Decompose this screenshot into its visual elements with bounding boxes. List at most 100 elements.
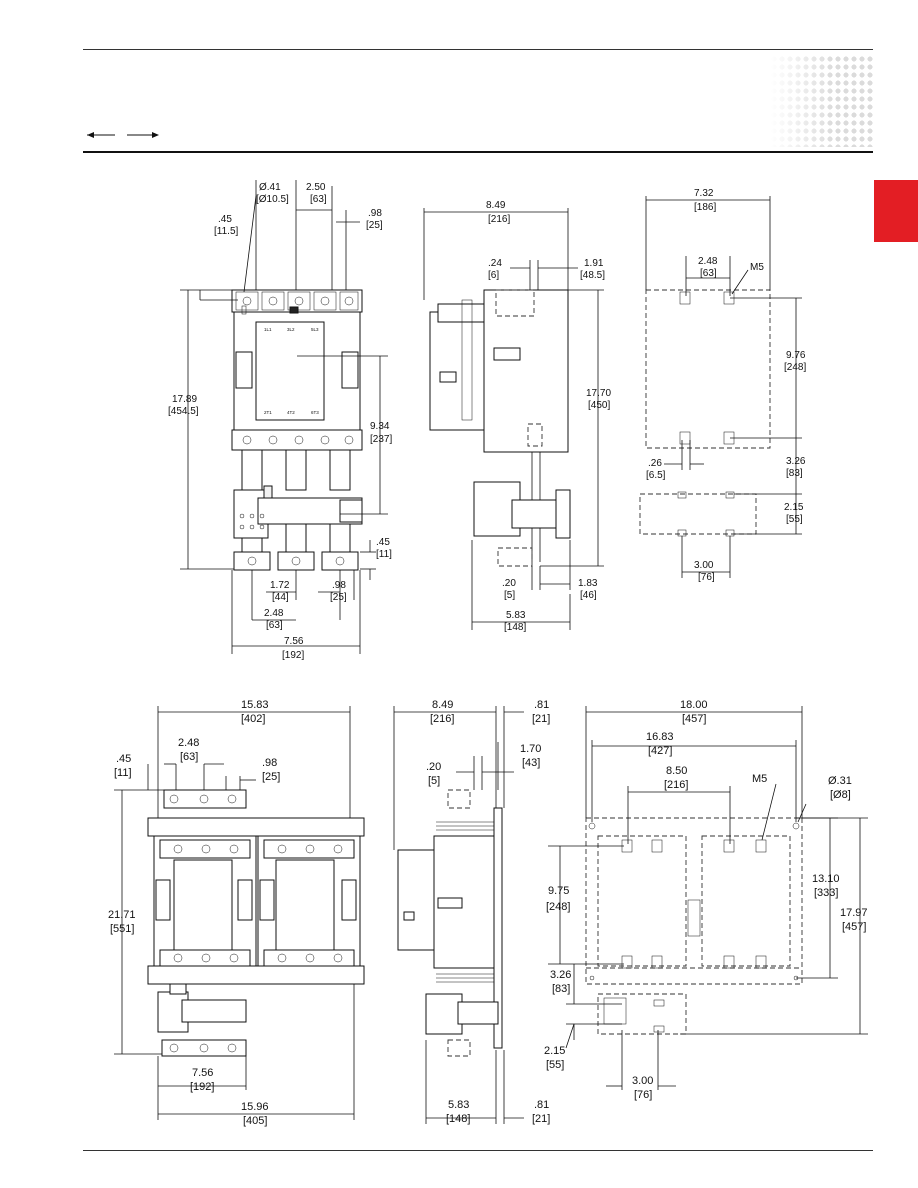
dim-label: Ø.31 [828, 775, 852, 787]
dim-label: 1.72 [270, 580, 290, 591]
dim-label: 9.34 [370, 421, 390, 432]
terminal-label: 1L1 [264, 327, 272, 332]
dim-label: 8.49 [432, 699, 453, 711]
dim-label: [192] [190, 1081, 214, 1093]
terminal-label: 6T3 [311, 410, 319, 415]
dim-label: [6.5] [646, 470, 666, 481]
dim-label: 3.00 [632, 1075, 653, 1087]
dim-label: 1.83 [578, 578, 598, 589]
dim-label: [5] [504, 590, 515, 601]
dim-label: M5 [752, 773, 767, 785]
terminal-label: 4T2 [287, 410, 295, 415]
dual-mounting-view: 18.00 [457] 16.83 [427] 8.50 [216] M5 Ø.… [544, 699, 868, 1101]
dim-label: [11] [114, 767, 132, 779]
dim-label: .24 [488, 258, 502, 269]
dim-label: 15.96 [241, 1101, 269, 1113]
dim-label: .98 [262, 757, 277, 769]
dim-label: [46] [580, 590, 597, 601]
dim-label: [25] [366, 220, 383, 231]
dim-label: [454.5] [168, 406, 199, 417]
front-view: 1L1 3L2 5L3 2T1 4T2 6T3 [168, 180, 392, 661]
dim-label: .20 [426, 761, 441, 773]
dim-label: 9.75 [548, 885, 569, 897]
dim-label: 2.15 [544, 1045, 565, 1057]
dim-label: [63] [700, 268, 717, 279]
dim-label: [457] [682, 713, 706, 725]
dim-label: 15.83 [241, 699, 269, 711]
dim-label: 7.56 [284, 636, 304, 647]
dim-label: 1.91 [584, 258, 604, 269]
dim-label: [248] [546, 901, 570, 913]
dim-label: [216] [488, 214, 510, 225]
terminal-label: 5L3 [311, 327, 319, 332]
dim-label: [76] [634, 1089, 652, 1101]
dim-label: 17.70 [586, 388, 611, 399]
dim-label: [Ø10.5] [256, 194, 289, 205]
dim-label: 2.48 [264, 608, 284, 619]
dim-label: 13.10 [812, 873, 840, 885]
dim-label: [76] [698, 572, 715, 583]
header-rule [83, 49, 873, 50]
side-view: 8.49 [216] .24 [6] 1.91 [48.5] 17.70 [45… [423, 200, 611, 633]
dim-label: [551] [110, 923, 134, 935]
dim-label: Ø.41 [259, 182, 281, 193]
dim-label: [43] [522, 757, 540, 769]
dim-label: [Ø8] [830, 789, 851, 801]
title-rule [83, 151, 873, 153]
dim-label: [55] [546, 1059, 564, 1071]
dim-label: [192] [282, 650, 304, 661]
dim-label: 5.83 [448, 1099, 469, 1111]
dim-label: [44] [272, 592, 289, 603]
dim-label: 2.50 [306, 182, 326, 193]
dim-label: .45 [218, 214, 232, 225]
dim-label: [21] [532, 1113, 550, 1125]
dim-label: [148] [446, 1113, 470, 1125]
terminal-label: 2T1 [264, 410, 272, 415]
dim-label: .98 [368, 208, 382, 219]
dim-label: [21] [532, 713, 550, 725]
dim-label: 3.26 [786, 456, 806, 467]
dim-label: [6] [488, 270, 499, 281]
dim-label: [55] [786, 514, 803, 525]
dim-label: .20 [502, 578, 516, 589]
dim-label: 17.89 [172, 394, 197, 405]
dim-label: 2.48 [178, 737, 199, 749]
dual-front-view: 15.83 [402] 2.48 [63] .45 [11] .98 [25] … [108, 699, 365, 1127]
double-arrow-icon [87, 132, 159, 138]
dim-label: [5] [428, 775, 440, 787]
dim-label: .98 [332, 580, 346, 591]
dim-label: [216] [430, 713, 454, 725]
dim-label: .81 [534, 699, 549, 711]
dim-label: [186] [694, 202, 716, 213]
dim-label: [83] [552, 983, 570, 995]
terminal-label: 3L2 [287, 327, 295, 332]
dual-side-view: 8.49 [216] .81 [21] .20 [5] 1.70 [43] 5.… [393, 699, 550, 1125]
dim-label: 9.76 [786, 350, 806, 361]
dim-label: [11] [376, 549, 392, 560]
mounting-view: 7.32 [186] 2.48 [63] M5 9.76 [248] .26 [… [639, 188, 806, 583]
dim-label: 3.26 [550, 969, 571, 981]
dim-label: [248] [784, 362, 806, 373]
dim-label: [237] [370, 434, 392, 445]
dim-label: 21.71 [108, 909, 136, 921]
dim-label: 7.32 [694, 188, 714, 199]
dim-label: [457] [842, 921, 866, 933]
dim-label: 5.83 [506, 610, 526, 621]
dim-label: [216] [664, 779, 688, 791]
section-tab[interactable] [874, 180, 918, 242]
dim-label: 16.83 [646, 731, 674, 743]
dim-label: 8.50 [666, 765, 687, 777]
dim-label: [63] [266, 620, 283, 631]
dim-label: .26 [648, 458, 662, 469]
dim-label: M5 [750, 262, 764, 273]
dim-label: 1.70 [520, 743, 541, 755]
dim-label: 2.48 [698, 256, 718, 267]
dim-label: [402] [241, 713, 265, 725]
dim-label: [63] [180, 751, 198, 763]
dim-label: [11.5] [214, 226, 238, 237]
dim-label: 18.00 [680, 699, 708, 711]
halftone-dots-decoration [770, 55, 874, 147]
dim-label: [427] [648, 745, 672, 757]
dim-label: [25] [262, 771, 280, 783]
